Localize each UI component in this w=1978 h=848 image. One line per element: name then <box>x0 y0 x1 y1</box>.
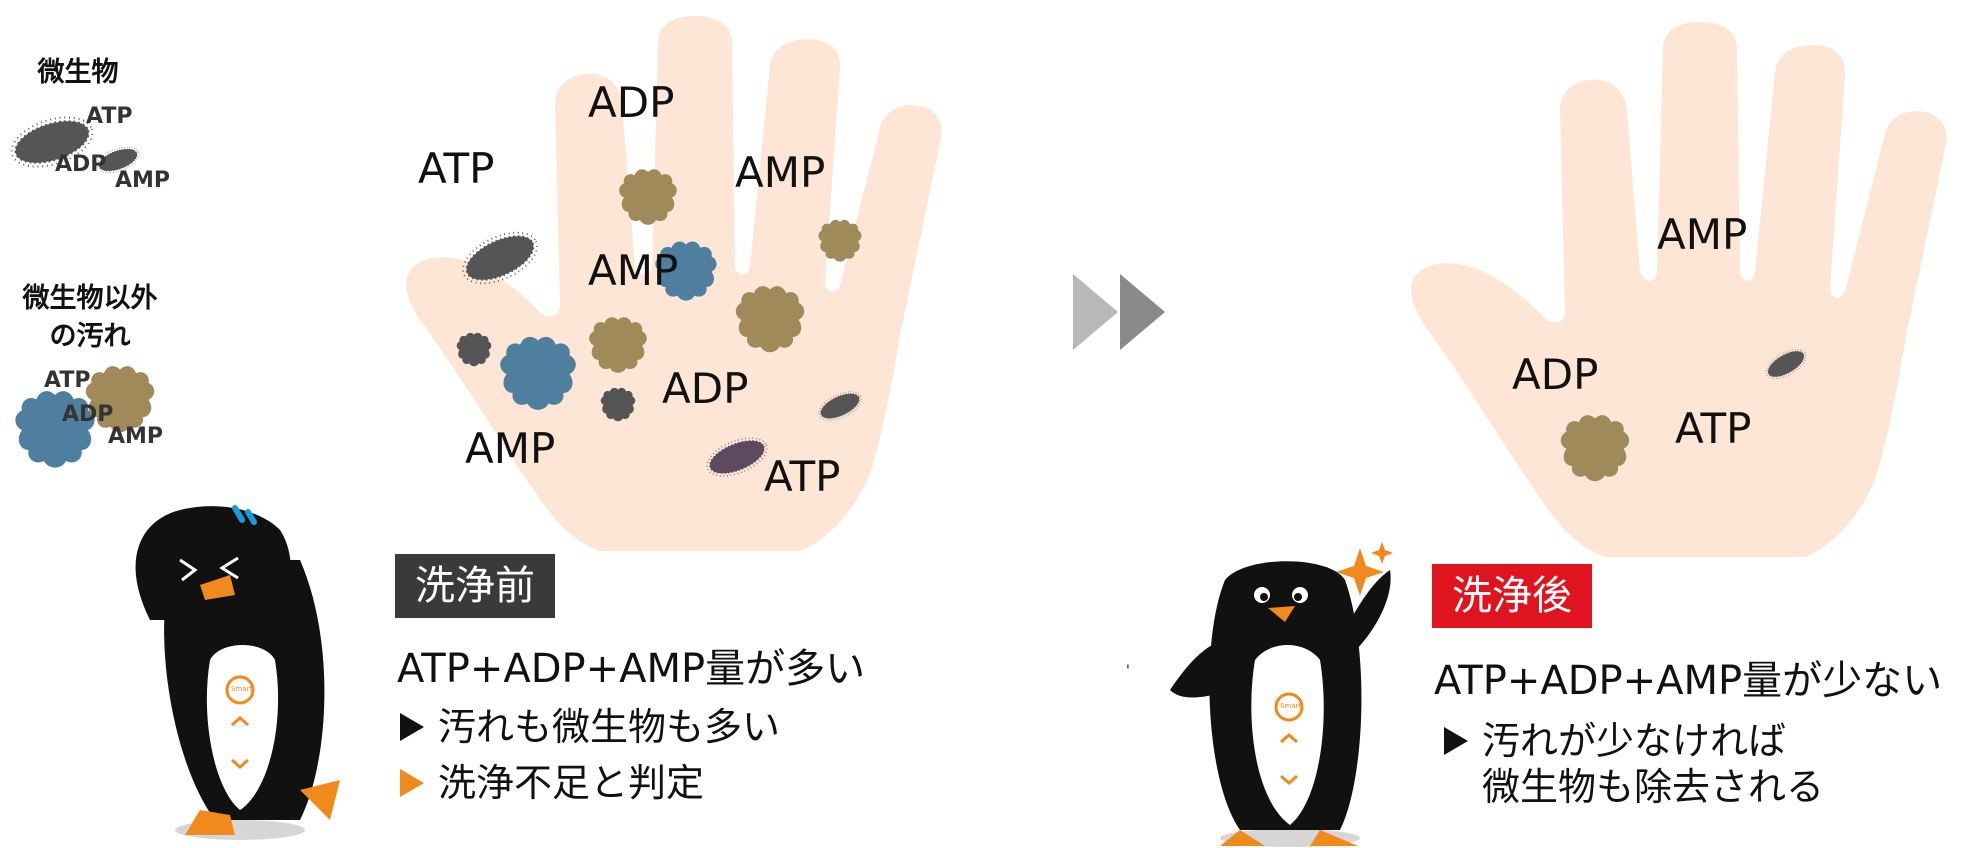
legend-microbe-title: 微生物 <box>37 57 119 88</box>
mascot-badge-text-after: Smart <box>1280 702 1302 710</box>
orange-triangle-bullet-icon <box>400 769 424 797</box>
before-label-adp-top: ADP <box>588 78 675 127</box>
mascot-badge-text-before: Smart <box>231 685 253 693</box>
before-headline: ATP+ADP+AMP量が多い <box>397 646 866 692</box>
badge-before: 洗浄前 <box>395 554 555 618</box>
before-label-amp-right: AMP <box>735 148 826 197</box>
legend-other-title: 微生物以外 の汚れ <box>0 280 180 356</box>
legend-other-title-line2: の汚れ <box>49 321 131 352</box>
triangle-bullet-icon <box>1444 727 1468 755</box>
after-label-atp: ATP <box>1675 404 1752 453</box>
transition-arrows <box>1073 274 1165 350</box>
penguin-before-mascot <box>135 505 340 840</box>
legend-microbe-atp: ATP <box>86 104 133 129</box>
before-label-adp-center: ADP <box>662 364 749 413</box>
after-headline: ATP+ADP+AMP量が少ない <box>1434 658 1943 704</box>
before-label-atp-left: ATP <box>418 144 495 193</box>
before-label-amp-center: AMP <box>588 246 679 295</box>
after-line1-text: 汚れが少なければ <box>1482 719 1787 763</box>
badge-after: 洗浄後 <box>1432 564 1592 628</box>
legend-microbe-amp: AMP <box>115 168 171 193</box>
legend-other-atp: ATP <box>44 368 91 393</box>
legend-other-amp: AMP <box>108 424 164 449</box>
before-label-atp-bottom: ATP <box>764 452 841 501</box>
after-label-amp: AMP <box>1657 210 1748 259</box>
legend-microbe-adp: ADP <box>55 152 107 177</box>
before-line2-text: 洗浄不足と判定 <box>438 761 705 805</box>
triangle-bullet-icon <box>400 713 424 741</box>
before-line1-text: 汚れも微生物も多い <box>438 705 781 749</box>
legend-other-adp: ADP <box>62 402 114 427</box>
before-line1: 汚れも微生物も多い <box>400 696 780 751</box>
legend-other-title-line1: 微生物以外 <box>22 283 158 314</box>
small-mark: ' <box>1126 663 1130 679</box>
penguin-after-mascot <box>1170 561 1391 847</box>
after-line1: 汚れが少なければ <box>1444 710 1786 765</box>
before-line2: 洗浄不足と判定 <box>400 752 704 807</box>
after-line2: 微生物も除去される <box>1482 765 1825 809</box>
after-label-adp: ADP <box>1512 350 1599 399</box>
hand-after <box>1411 21 1947 558</box>
sparkle-icon <box>1336 542 1393 596</box>
before-label-amp-bottom: AMP <box>465 424 556 473</box>
